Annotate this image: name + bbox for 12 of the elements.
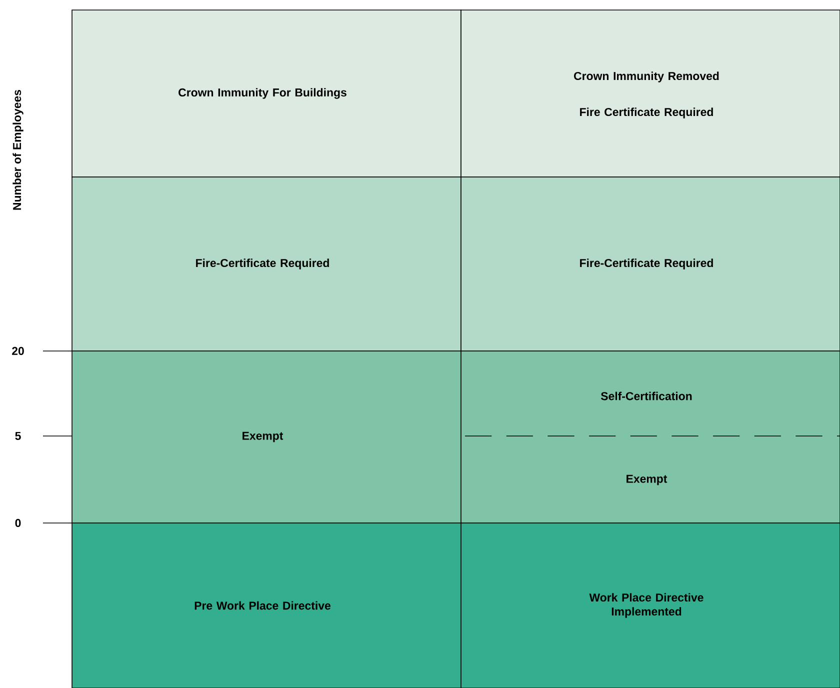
grid-cell: Pre Work Place Directive: [72, 522, 462, 688]
tick-label: 0: [15, 518, 21, 528]
grid-cell: Fire-Certificate Required: [460, 176, 840, 352]
grid-cell: Self-Certification Exempt: [460, 350, 840, 524]
grid-cell: Crown Immunity Removed Fire Certificate Required: [460, 10, 840, 178]
grid-cell: Fire-Certificate Required: [72, 176, 462, 352]
grid-cell: Exempt: [72, 350, 462, 524]
tick-label: 5: [15, 432, 21, 440]
grid-cell: Crown Immunity For Buildings: [72, 10, 462, 178]
tick-label: 20: [12, 346, 24, 356]
grid-cell: Work Place Directive Implemented: [460, 522, 840, 688]
axis-label: Number of Employees: [12, 90, 24, 210]
